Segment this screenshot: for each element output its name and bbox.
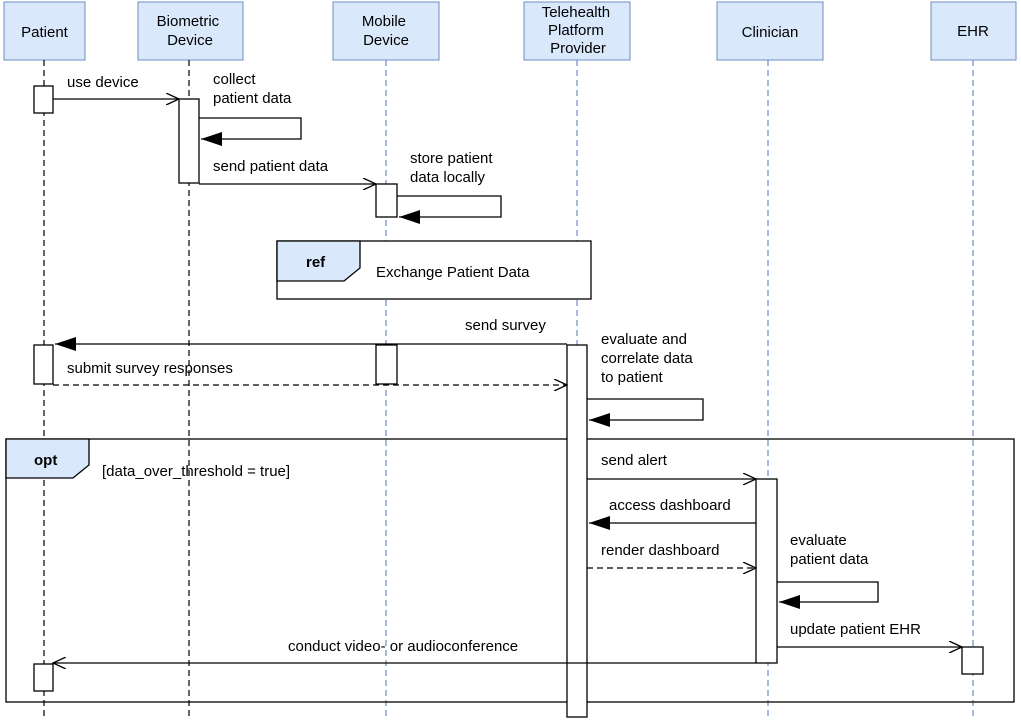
activation-ehr: [961, 646, 984, 675]
ref-frame-label: Exchange Patient Data: [376, 264, 530, 281]
message-send-survey: send survey: [55, 317, 567, 351]
lifeline-clinician: Clinician: [716, 1, 824, 720]
message-use-device: use device: [53, 74, 179, 99]
message-send-alert: send alert: [587, 452, 756, 479]
lifeline-patient: Patient: [3, 1, 86, 720]
svg-text:send survey: send survey: [465, 317, 546, 334]
opt-frame-tag: opt: [34, 452, 57, 469]
svg-text:update patient EHR: update patient EHR: [790, 621, 921, 638]
activation-biometric: [178, 98, 200, 184]
svg-text:send alert: send alert: [601, 452, 668, 469]
activation-patient-2: [33, 344, 54, 385]
activation-clinician: [755, 478, 778, 664]
lifeline-mobile-device: Mobile Device: [332, 1, 440, 720]
message-send-patient-data: send patient data: [199, 158, 376, 184]
activation-patient-1: [33, 85, 54, 114]
message-access-dashboard: access dashboard: [589, 497, 756, 530]
activation-mobile-1: [375, 183, 398, 218]
message-render-dashboard: render dashboard: [587, 542, 756, 568]
lifeline-biometric-device-label: Biometric Device: [157, 13, 224, 49]
activation-mobile-2: [375, 344, 398, 385]
activation-telehealth: [566, 344, 588, 718]
ref-frame-tag: ref: [306, 254, 326, 271]
svg-text:send patient data: send patient data: [213, 158, 329, 175]
lifeline-telehealth-label: Telehealth Platform Provider: [542, 4, 615, 57]
svg-text:render dashboard: render dashboard: [601, 542, 719, 559]
svg-text:submit survey responses: submit survey responses: [67, 360, 233, 377]
activation-patient-3: [33, 663, 54, 692]
lifeline-ehr-label: EHR: [957, 23, 989, 40]
opt-frame: opt [data_over_threshold = true]: [5, 438, 1015, 703]
lifeline-patient-label: Patient: [21, 24, 69, 41]
ref-frame: ref Exchange Patient Data: [276, 240, 592, 300]
lifeline-clinician-label: Clinician: [742, 24, 799, 41]
svg-text:access dashboard: access dashboard: [609, 497, 731, 514]
lifeline-mobile-device-label: Mobile Device: [362, 13, 410, 49]
message-conduct-conference: conduct video- or audioconference: [53, 638, 756, 663]
svg-text:conduct video- or audioconfere: conduct video- or audioconference: [288, 638, 518, 655]
svg-text:use device: use device: [67, 74, 139, 91]
message-update-patient-ehr: update patient EHR: [777, 621, 962, 647]
lifeline-telehealth-platform-provider: Telehealth Platform Provider: [523, 1, 631, 720]
message-submit-survey-responses: submit survey responses: [53, 360, 567, 385]
opt-frame-guard: [data_over_threshold = true]: [102, 463, 290, 480]
lifeline-ehr: EHR: [930, 1, 1017, 720]
